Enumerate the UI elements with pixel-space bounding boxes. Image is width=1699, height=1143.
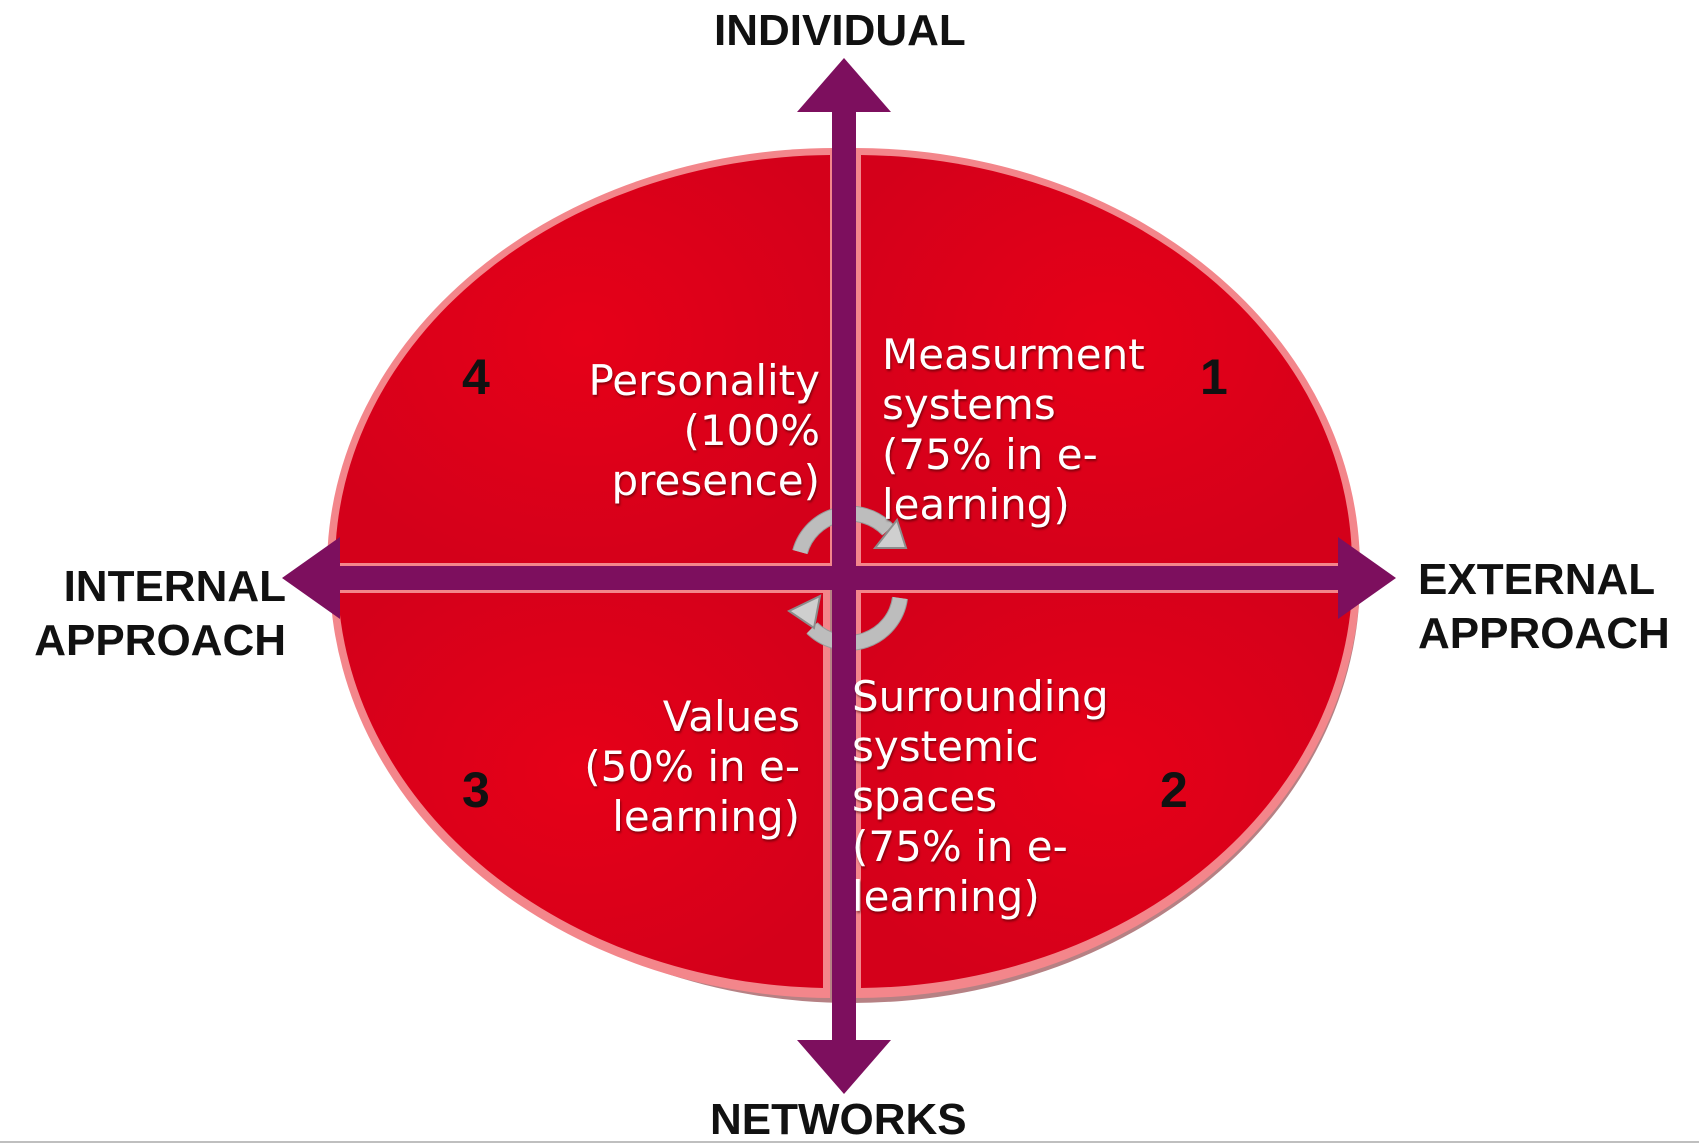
- axis-label-left-line-1: INTERNAL: [63, 562, 286, 611]
- quadrant-q1-shape: [855, 148, 1360, 568]
- axis-label-right-line-2: APPROACH: [1418, 609, 1670, 658]
- axis-label-left: INTERNAL APPROACH: [10, 560, 286, 668]
- axis-label-right: EXTERNAL APPROACH: [1418, 553, 1670, 661]
- q4-line-3: presence): [611, 456, 820, 505]
- quadrant-number-4: 4: [462, 349, 490, 405]
- quadrant-number-3: 3: [462, 762, 490, 818]
- q1-line-4: learning): [882, 480, 1070, 529]
- axis-label-top: INDIVIDUAL: [714, 6, 966, 55]
- axis-label-bottom: NETWORKS: [710, 1095, 967, 1143]
- quadrant-text-surrounding-systemic-spaces: Surrounding systemic spaces (75% in e- l…: [852, 672, 1109, 922]
- q3-line-2: (50% in e-: [584, 742, 800, 791]
- quadrant-number-1: 1: [1200, 349, 1228, 405]
- bottom-divider: [0, 1141, 1699, 1143]
- q2-line-2: systemic: [852, 722, 1039, 771]
- q2-line-4: (75% in e-: [852, 822, 1068, 871]
- quadrant-text-values: Values (50% in e- learning): [500, 692, 800, 842]
- quadrant-text-measurment-systems: Measurment systems (75% in e- learning): [882, 330, 1145, 530]
- q2-line-3: spaces: [852, 772, 998, 821]
- axis-label-right-line-1: EXTERNAL: [1418, 555, 1656, 604]
- q2-line-5: learning): [852, 872, 1040, 921]
- q4-line-1: Personality: [588, 356, 820, 405]
- quadrant-text-personality: Personality (100% presence): [520, 356, 820, 506]
- axis-label-left-line-2: APPROACH: [34, 616, 286, 665]
- vertical-axis-arrow: [797, 58, 891, 1094]
- quadrant-q4-shape: [327, 148, 835, 568]
- q3-line-1: Values: [662, 692, 800, 741]
- q1-line-1: Measurment: [882, 330, 1145, 379]
- q2-line-1: Surrounding: [852, 672, 1109, 721]
- q4-line-2: (100%: [683, 406, 820, 455]
- quadrant-q2-shape: [855, 588, 1360, 999]
- q3-line-3: learning): [612, 792, 800, 841]
- quadrant-q3-shape: [330, 588, 830, 998]
- q1-line-2: systems: [882, 380, 1056, 429]
- quadrant-number-2: 2: [1160, 762, 1188, 818]
- q1-line-3: (75% in e-: [882, 430, 1098, 479]
